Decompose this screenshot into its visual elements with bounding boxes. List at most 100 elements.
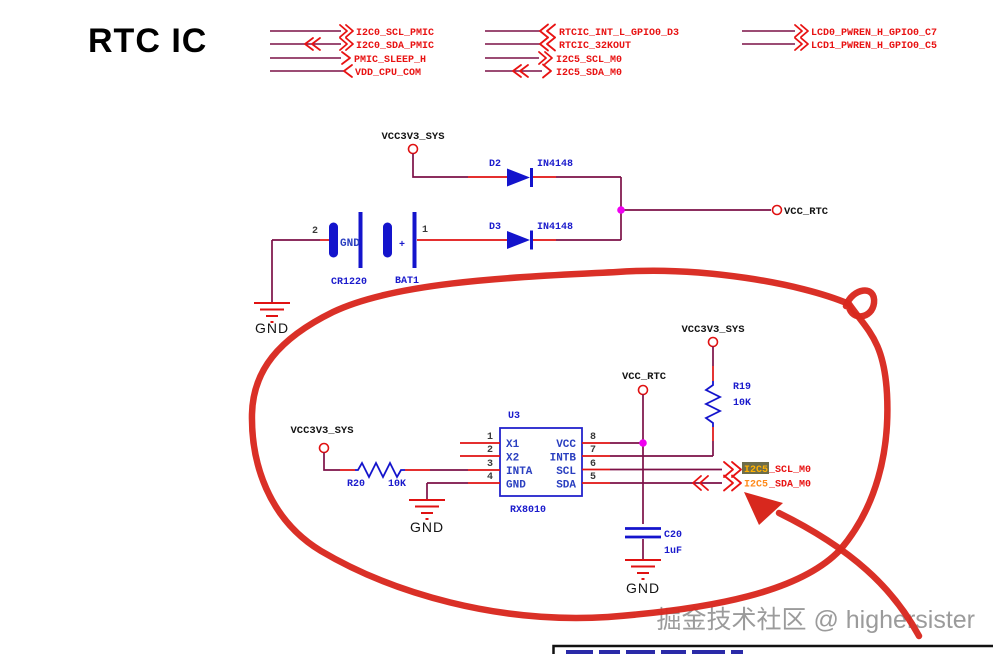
chevron-left-icon bbox=[539, 23, 556, 39]
search-highlight bbox=[742, 462, 769, 474]
part-d3: IN4148 bbox=[537, 222, 573, 233]
pin-number: 4 bbox=[487, 472, 493, 483]
pin-name: VCC bbox=[556, 439, 576, 451]
power-terminal-icon bbox=[637, 384, 649, 396]
net-flag-sda-highlight: I2C5 bbox=[744, 480, 768, 491]
ground-symbol-icon bbox=[409, 499, 445, 520]
signal-group-pmic: I2C0_SCL_PMIC I2C0_SDA_PMIC PMIC_SLEEP_H… bbox=[270, 24, 434, 79]
chevron-right-icon bbox=[339, 37, 354, 51]
chevron-right-icon bbox=[723, 461, 742, 478]
r19-pullup: VCC3V3_SYS R19 10K bbox=[610, 324, 751, 457]
pin-number: 6 bbox=[590, 459, 596, 470]
pin-number: 7 bbox=[590, 445, 596, 456]
ic-ref: U3 bbox=[508, 411, 520, 422]
pin-name: GND bbox=[506, 480, 526, 492]
diode-or-network: VCC3V3_SYS D2 IN4148 D3 IN4148 VCC_RTC bbox=[381, 131, 829, 250]
chevron-left-icon bbox=[539, 36, 556, 52]
annotation-circle bbox=[248, 267, 923, 640]
battery-part: CR1220 bbox=[331, 277, 367, 288]
diode-d2-icon bbox=[507, 168, 530, 187]
net-label-vcc-rtc: VCC_RTC bbox=[784, 206, 829, 218]
chevron-right-icon bbox=[794, 24, 809, 38]
net-flag-scl-highlight: I2C5 bbox=[744, 465, 768, 476]
chevron-left-icon bbox=[512, 64, 529, 78]
ref-c20: C20 bbox=[664, 530, 682, 541]
panel-border bbox=[552, 644, 993, 654]
value-r19: 10K bbox=[733, 398, 751, 409]
signal-label: I2C5_SCL_M0 bbox=[556, 55, 622, 66]
chevron-right-icon bbox=[723, 474, 742, 492]
capacitor-c20-icon bbox=[625, 527, 661, 539]
r20-pullup: VCC3V3_SYS R20 10K GND bbox=[290, 425, 468, 535]
signal-label: I2C0_SDA_PMIC bbox=[356, 41, 434, 52]
junction-dot bbox=[617, 206, 625, 214]
battery-plus-icon: + bbox=[399, 240, 405, 251]
resistor-r19-icon bbox=[703, 381, 723, 427]
power-terminal-icon bbox=[771, 204, 783, 216]
value-c20: 1uF bbox=[664, 546, 682, 557]
pin-name: INTB bbox=[550, 453, 577, 465]
net-label-vcc3v3: VCC3V3_SYS bbox=[681, 324, 744, 336]
ref-r20: R20 bbox=[347, 479, 365, 490]
annotation-loop bbox=[842, 287, 878, 320]
signal-group-lcd: LCD0_PWREN_H_GPIO0_C7 LCD1_PWREN_H_GPIO0… bbox=[742, 24, 937, 52]
annotation-arrowhead-icon bbox=[744, 492, 783, 525]
chevron-right-icon bbox=[794, 37, 809, 51]
signal-label: I2C5_SDA_M0 bbox=[556, 68, 622, 79]
cropped-text-fragments bbox=[566, 650, 743, 654]
value-r20: 10K bbox=[388, 479, 406, 490]
net-label-vcc3v3: VCC3V3_SYS bbox=[290, 425, 353, 437]
pin-name: SDA bbox=[556, 480, 576, 492]
svg-text:掘金技术社区 @ highersister: 掘金技术社区 @ highersister bbox=[658, 608, 977, 636]
cropped-bottom-panel bbox=[552, 644, 993, 654]
chevron-right-icon bbox=[341, 51, 351, 65]
pin-number: 2 bbox=[487, 445, 493, 456]
signal-label: RTCIC_INT_L_GPIO0_D3 bbox=[559, 28, 679, 39]
chevron-right-icon bbox=[339, 24, 354, 38]
pin-number: 1 bbox=[487, 432, 493, 443]
chevron-left-icon bbox=[692, 475, 709, 491]
pin-number: 5 bbox=[590, 472, 596, 483]
vcc-rtc-decoupling: VCC_RTC C20 1uF GND bbox=[610, 371, 682, 596]
resistor-r20-icon bbox=[355, 460, 405, 480]
signal-label: I2C0_SCL_PMIC bbox=[356, 28, 434, 39]
battery-cr1220: 2 1 GND + CR1220 BAT1 GND bbox=[254, 212, 428, 336]
power-terminal-icon bbox=[407, 143, 419, 155]
watermark: 掘金技术社区 @ highersister 掘金技术社区 @ highersis… bbox=[657, 606, 977, 636]
net-label-gnd: GND bbox=[255, 320, 289, 336]
pin-name: X2 bbox=[506, 453, 519, 465]
power-terminal-icon bbox=[318, 442, 330, 454]
net-flag-scl-rest: _SCL_M0 bbox=[768, 465, 811, 476]
net-label-vcc-rtc: VCC_RTC bbox=[622, 371, 667, 383]
ref-r19: R19 bbox=[733, 382, 751, 393]
page-title: RTC IC bbox=[88, 22, 207, 60]
ref-d2: D2 bbox=[489, 159, 501, 170]
chevron-right-icon bbox=[542, 63, 552, 79]
rtc-ic-u3: U3 RX8010 1 2 3 4 X1 X2 INTA GND 8 7 6 5… bbox=[460, 411, 610, 516]
net-label-gnd: GND bbox=[410, 519, 444, 535]
chevron-left-icon bbox=[304, 37, 321, 51]
ground-symbol-icon bbox=[625, 559, 661, 580]
chevron-left-icon bbox=[343, 64, 353, 78]
diode-d3-icon bbox=[507, 231, 530, 249]
battery-pin1: 1 bbox=[422, 225, 428, 236]
pin-name: SCL bbox=[556, 466, 576, 478]
signal-label: LCD1_PWREN_H_GPIO0_C5 bbox=[811, 41, 937, 52]
net-flag-sda-rest: _SDA_M0 bbox=[768, 480, 811, 491]
pin-name: INTA bbox=[506, 466, 533, 478]
i2c5-net-flags: I2C5 _SCL_M0 I2C5 _SDA_M0 bbox=[610, 461, 811, 492]
pin-name: X1 bbox=[506, 439, 520, 451]
pin-number: 8 bbox=[590, 432, 596, 443]
net-label-vcc3v3: VCC3V3_SYS bbox=[381, 131, 444, 143]
ic-part: RX8010 bbox=[510, 505, 546, 516]
signal-group-rtcic: RTCIC_INT_L_GPIO0_D3 RTCIC_32KOUT I2C5_S… bbox=[485, 23, 679, 79]
junction-dot bbox=[639, 439, 647, 447]
signal-label: VDD_CPU_COM bbox=[355, 68, 421, 79]
pin-number: 3 bbox=[487, 459, 493, 470]
net-label-gnd: GND bbox=[626, 580, 660, 596]
ic-body bbox=[499, 427, 583, 497]
ref-d3: D3 bbox=[489, 222, 501, 233]
battery-pin-name: GND bbox=[340, 238, 360, 250]
